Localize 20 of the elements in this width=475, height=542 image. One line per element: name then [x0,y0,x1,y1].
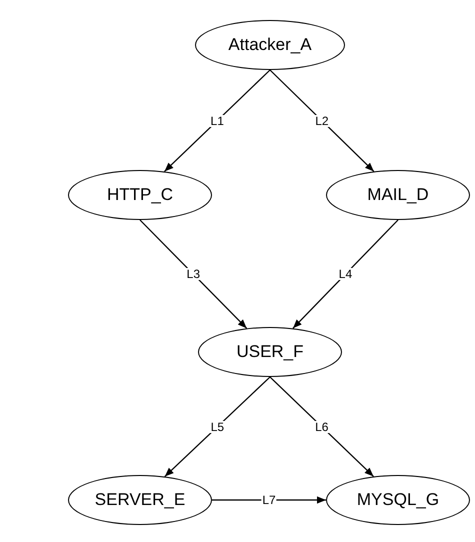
edge-label: L4 [338,268,354,280]
edge-label: L1 [210,114,225,127]
edge-label: L2 [314,114,330,127]
ellipse-node: Attacker_A [195,20,345,70]
ellipse-node: HTTP_C [68,170,212,220]
ellipse-node: MYSQL_G [326,475,470,525]
arrow [212,496,326,504]
arrow [164,376,270,477]
edge-label: L5 [210,420,226,433]
arrow [164,70,270,172]
ellipse-node: MAIL_D [326,170,470,220]
edge-label: L7 [261,494,277,506]
arrow [270,376,374,477]
ellipse-node: USER_F [198,327,342,377]
ellipse-node: SERVER_E [68,475,212,525]
edge-label: L6 [314,420,330,433]
arrow [270,70,374,172]
arrow [292,220,398,329]
edge-label: L3 [186,268,202,280]
arrow [140,220,248,329]
